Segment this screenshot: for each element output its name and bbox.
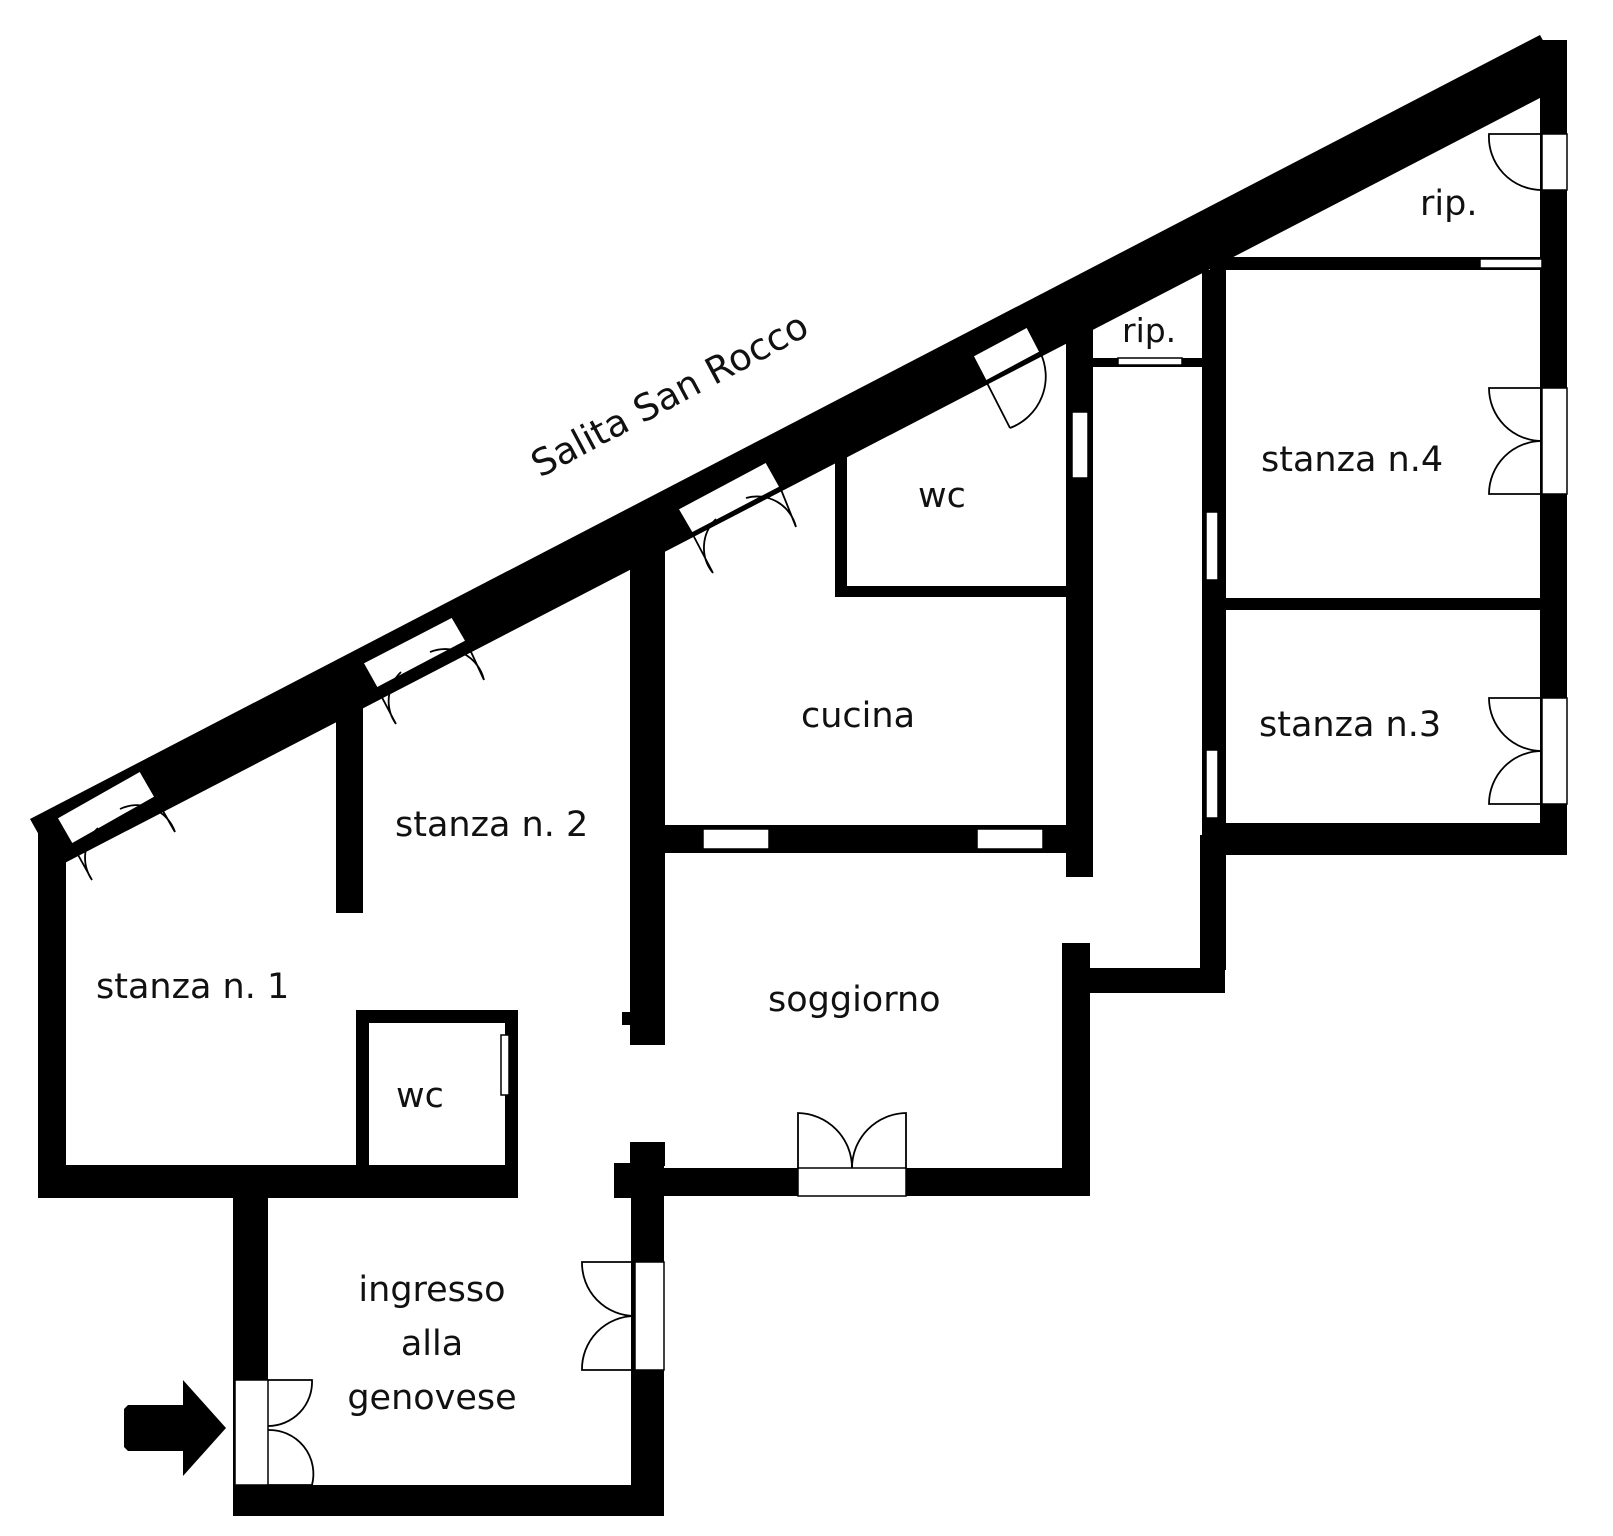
stanza1-bottom-wall [38, 1165, 518, 1198]
door-stanza1-street [55, 769, 176, 881]
corridor-left-wall [1066, 325, 1093, 877]
stanza4-stanza3-divider [1220, 598, 1546, 610]
rip-small-door-sill [1117, 357, 1183, 366]
room-label-ingresso-1: ingresso [358, 1270, 505, 1310]
door-cucina-street [676, 460, 797, 574]
room-label-soggiorno: soggiorno [768, 980, 941, 1020]
wc-small-top [356, 1010, 518, 1023]
wc-small-left [356, 1010, 369, 1168]
ingresso-upper-stub [630, 1142, 665, 1166]
corridor-right-wall [1202, 270, 1226, 970]
room-label-stanza1: stanza n. 1 [96, 967, 289, 1007]
room-label-stanza2: stanza n. 2 [395, 805, 588, 845]
corridor-window [1071, 411, 1089, 479]
room-label-cucina: cucina [801, 696, 915, 736]
room-label-ingresso-2: alla [401, 1324, 463, 1364]
room-label-stanza3: stanza n.3 [1259, 705, 1441, 745]
rip-top-door-sill [1479, 258, 1543, 269]
stanza1-stanza2-divider [336, 685, 363, 913]
room-label-stanza4: stanza n.4 [1261, 440, 1443, 480]
arrow-right-icon [124, 1380, 226, 1476]
divider-stub [622, 1012, 634, 1025]
stanza2-cucina-divider [630, 545, 665, 1045]
door-soggiorno-bottom [797, 1112, 907, 1197]
room-label-wc-kitchen: wc [918, 476, 966, 516]
stanza4-side-window [1205, 511, 1219, 581]
door-stanza2-street [361, 616, 485, 725]
cucina-window-right [976, 828, 1044, 850]
door-stanza4-right [1488, 387, 1568, 495]
openings [500, 258, 1543, 1096]
stanza3-bottom-wall [1220, 823, 1546, 835]
stanza3-side-window [1205, 749, 1219, 819]
door-wc-street [971, 325, 1047, 429]
door-rip-top [1488, 133, 1568, 191]
cucina-window-left [702, 828, 770, 850]
wc-small-window [500, 1034, 510, 1096]
wc-kitchen-bottom [835, 586, 1066, 597]
rip-top-bottom-wall [1210, 257, 1546, 270]
soggiorno-right-wall [1062, 943, 1090, 1196]
right-step-wall [1085, 830, 1567, 993]
door-ingresso-right [581, 1261, 665, 1371]
ingresso-bottom-wall [233, 1485, 664, 1516]
wc-kitchen-left [835, 448, 847, 596]
door-main-entrance [234, 1379, 315, 1486]
room-label-ingresso-3: genovese [347, 1378, 516, 1418]
room-label-rip-top: rip. [1420, 184, 1477, 224]
door-stanza3-right [1488, 697, 1568, 805]
room-label-wc-small: wc [396, 1076, 444, 1116]
doors [55, 133, 1568, 1486]
room-label-rip-small: rip. [1122, 311, 1176, 350]
left-wall [38, 833, 66, 1198]
ingresso-top-stub [614, 1163, 664, 1198]
